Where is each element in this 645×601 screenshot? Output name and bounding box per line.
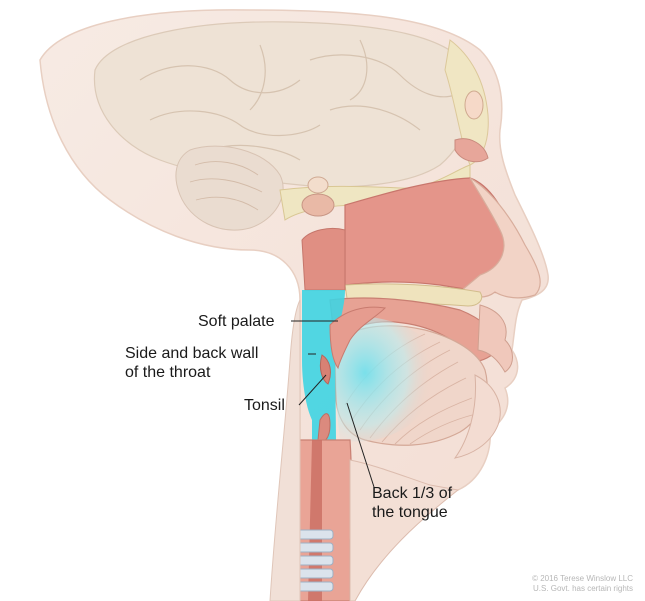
label-soft-palate-text: Soft palate: [198, 313, 275, 330]
neck-back: [270, 300, 300, 601]
label-tonsil: Tonsil: [244, 396, 285, 415]
pituitary: [302, 194, 334, 216]
pituitary-stalk: [308, 177, 328, 193]
label-back-tongue-line2: the tongue: [372, 503, 452, 522]
label-tonsil-text: Tonsil: [244, 397, 285, 414]
label-back-tongue: Back 1/3 of the tongue: [372, 484, 452, 522]
label-back-tongue-line1: Back 1/3 of: [372, 484, 452, 503]
nasopharynx: [302, 228, 345, 290]
sinus: [465, 91, 483, 119]
copyright-line1: © 2016 Terese Winslow LLC: [532, 574, 633, 584]
copyright-notice: © 2016 Terese Winslow LLC U.S. Govt. has…: [532, 574, 633, 594]
copyright-line2: U.S. Govt. has certain rights: [532, 584, 633, 594]
label-side-back-wall: Side and back wall of the throat: [125, 344, 258, 382]
label-side-back-wall-line2: of the throat: [125, 363, 258, 382]
label-side-back-wall-line1: Side and back wall: [125, 344, 258, 363]
label-soft-palate: Soft palate: [198, 312, 275, 331]
